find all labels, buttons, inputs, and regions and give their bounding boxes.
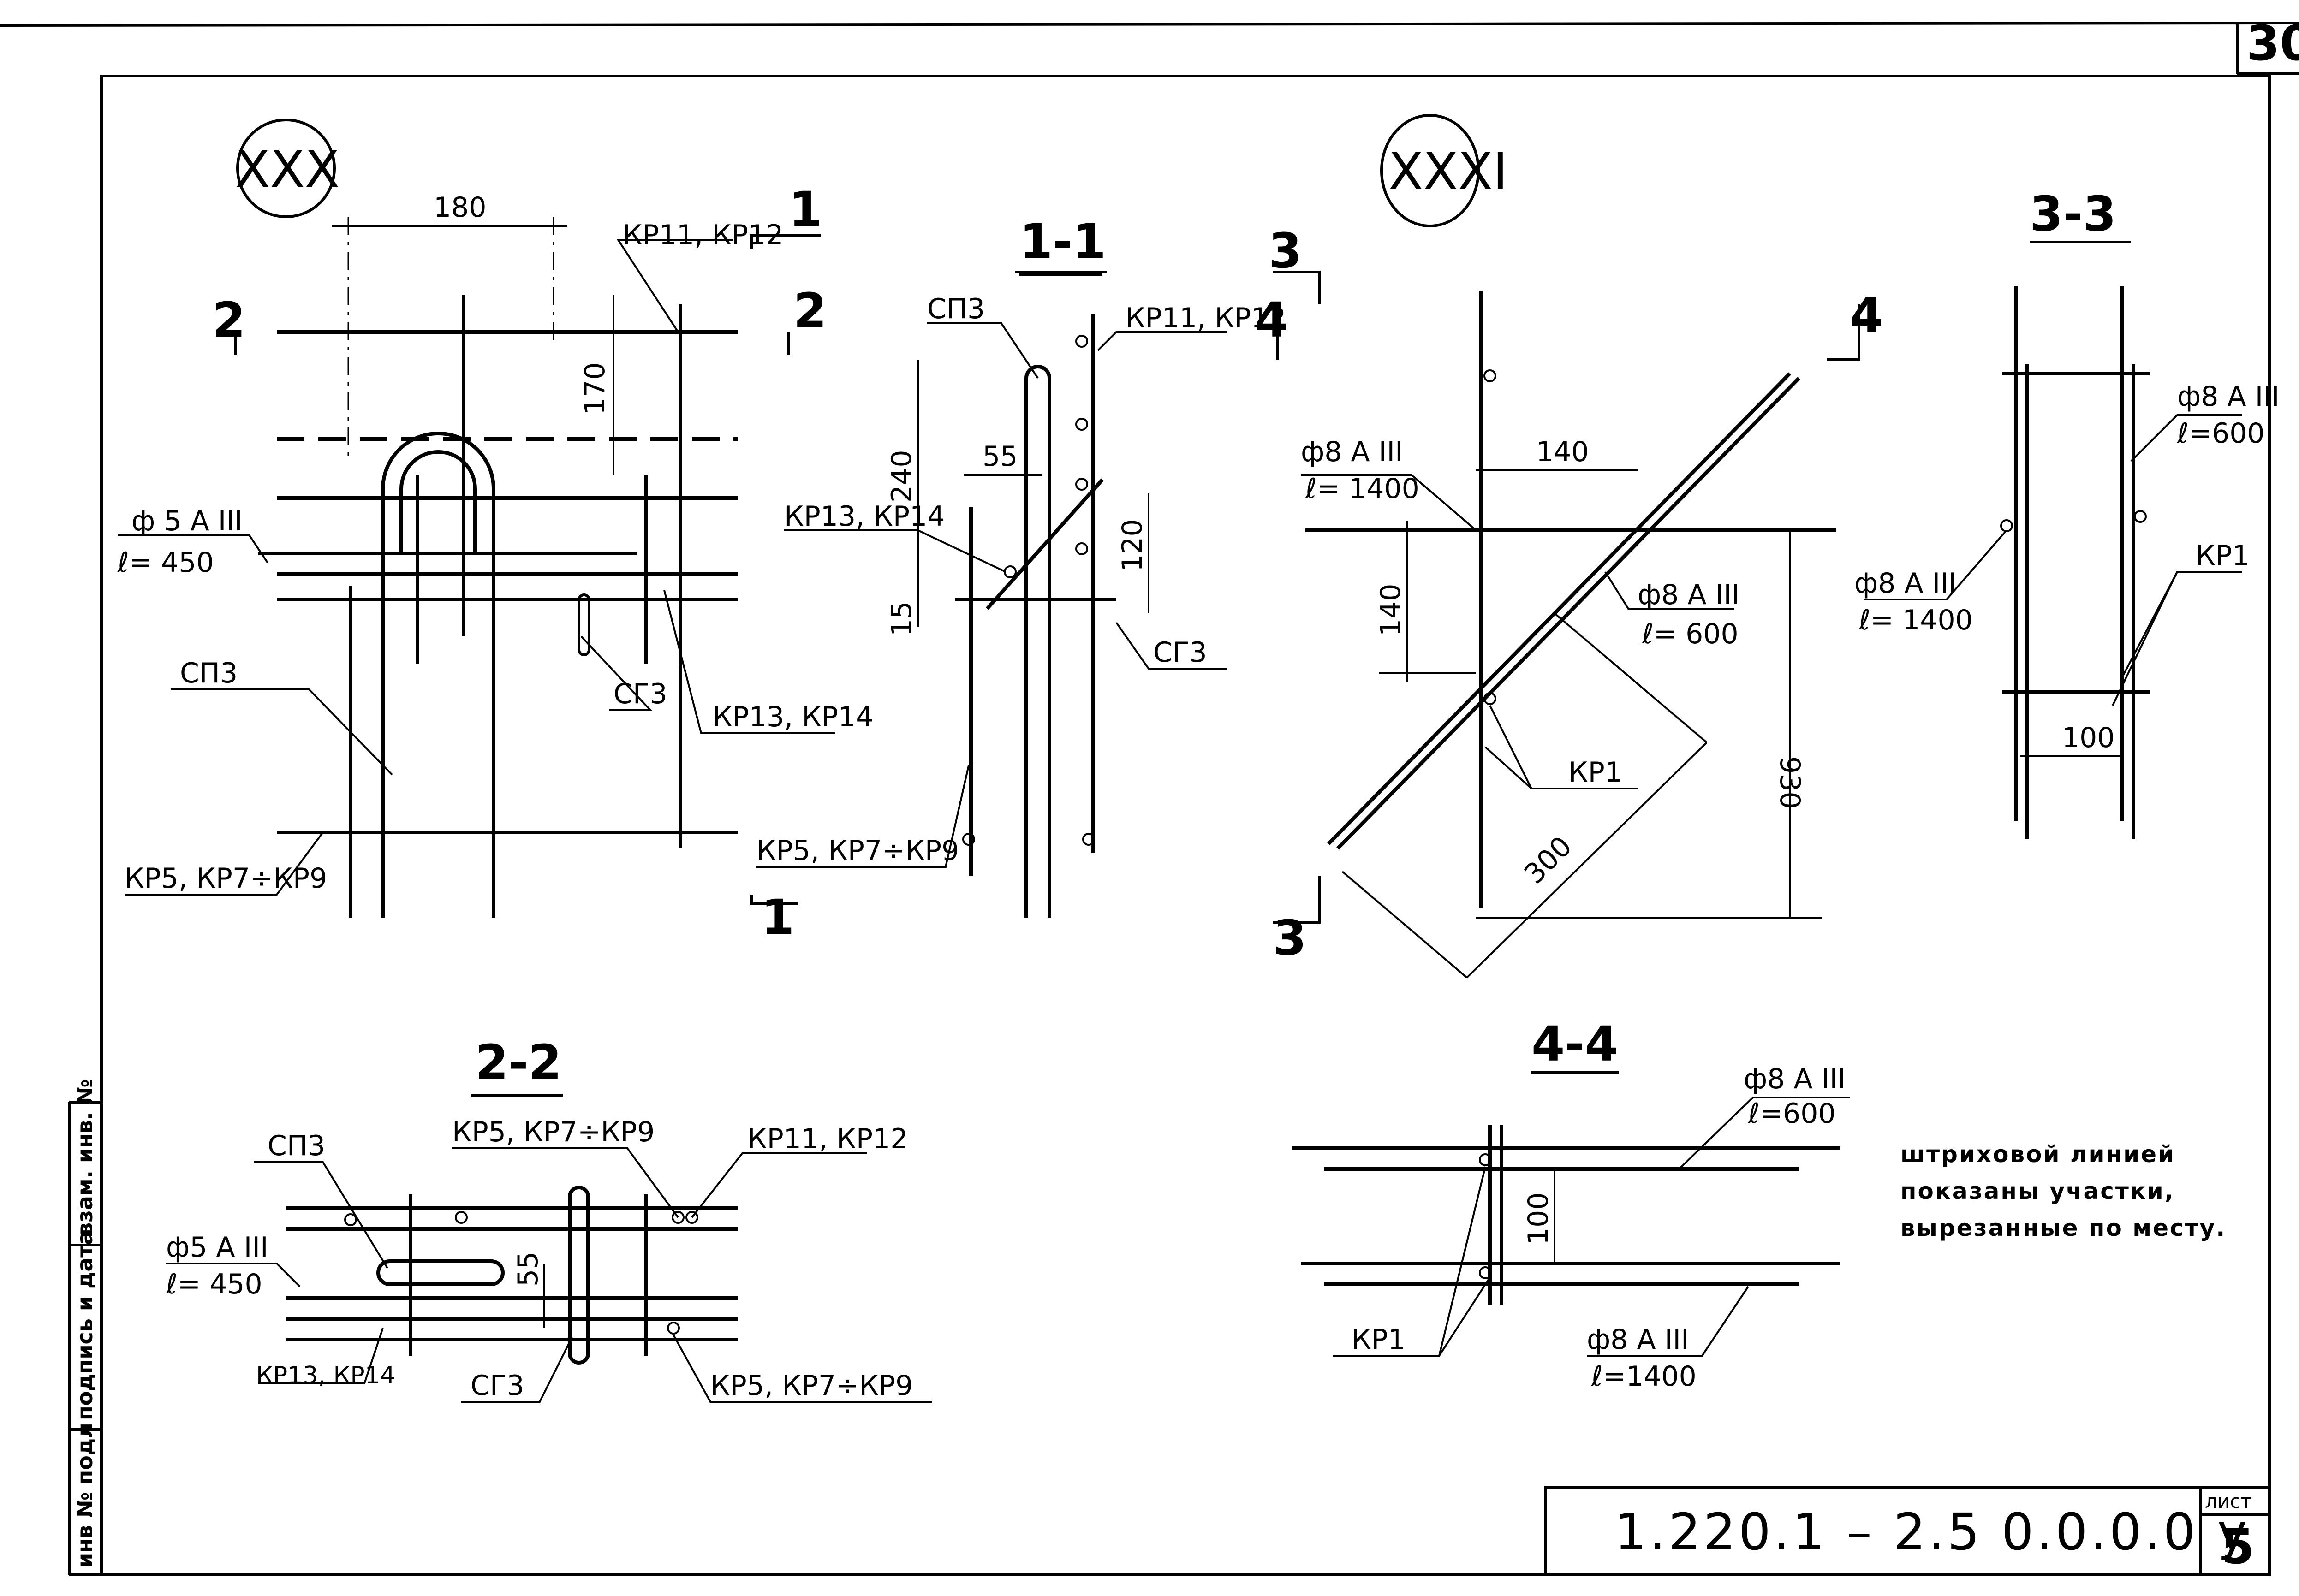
section-2-2-label-l450: ℓ= 450 bbox=[166, 1268, 262, 1300]
node-xxx-section-2-left: 2 bbox=[212, 292, 245, 348]
section-4-4-label-l1400: ℓ=1400 bbox=[1591, 1360, 1697, 1393]
node-xxx-label-l450: ℓ= 450 bbox=[117, 546, 214, 579]
section-3-3-label-phi8-a: ф8 А III bbox=[2177, 380, 2280, 413]
node-xxx-label-kp5: КР5, КР7÷КР9 bbox=[125, 862, 327, 895]
side-strip: инв № подл подпись и дата взам. инв. № bbox=[72, 1079, 97, 1568]
node-xxxi-section-4-left: 4 bbox=[1255, 292, 1288, 348]
section-1-1-drawing bbox=[756, 271, 1227, 918]
node-xxx-label-phi5: ф 5 А III bbox=[131, 505, 243, 537]
node-xxxi-section-4-right: 4 bbox=[1850, 287, 1883, 344]
section-1-1-label-sg3: СГ3 bbox=[1153, 636, 1207, 669]
node-xxx-section-2-right: 2 bbox=[793, 283, 827, 339]
sheet-label: лист bbox=[2205, 1490, 2252, 1513]
section-2-2-label-phi5: ф5 А III bbox=[166, 1231, 268, 1264]
section-1-1-label-kp13: КР13, КР14 bbox=[784, 500, 945, 533]
section-2-2-dim-55: 55 bbox=[512, 1252, 544, 1287]
section-4-4-drawing bbox=[1292, 1071, 1850, 1357]
section-4-4-label-phi8-a: ф8 А III bbox=[1744, 1063, 1846, 1095]
node-xxxi-drawing bbox=[1273, 114, 1860, 979]
section-3-3-label-l600: ℓ=600 bbox=[2177, 417, 2265, 450]
section-3-3-drawing bbox=[1864, 241, 2242, 839]
section-3-3-label-kp1: КР1 bbox=[2196, 540, 2250, 572]
section-3-3-dim-100: 100 bbox=[2062, 722, 2115, 754]
node-xxx-section-1-top: 1 bbox=[789, 181, 822, 237]
node-xxx-label-kp11: КР11, КР12 bbox=[623, 219, 783, 251]
node-xxx-drawing bbox=[118, 119, 835, 918]
node-xxx-label-sp3: СП3 bbox=[180, 657, 238, 689]
note-line-2: показаны участки, bbox=[1900, 1178, 2175, 1204]
node-xxx-dim-180: 180 bbox=[434, 191, 487, 224]
node-xxxi-section-3-bottom: 3 bbox=[1273, 910, 1306, 966]
node-xxxi-dim-140-h: 140 bbox=[1536, 436, 1589, 468]
sheet-corner-number: 30 bbox=[2246, 15, 2299, 71]
section-2-2-label-kp13: КР13, КР14 bbox=[256, 1362, 395, 1389]
section-1-1-title: 1-1 bbox=[1019, 214, 1106, 270]
drawing-code: 1.220.1 – 2.5 0.0.0.0 у bbox=[1614, 1502, 2250, 1561]
node-xxxi-dim-140-v: 140 bbox=[1375, 583, 1407, 636]
side-strip-vzam-inv: взам. инв. № bbox=[72, 1079, 97, 1236]
node-xxx-dim-170: 170 bbox=[579, 362, 611, 415]
section-2-2-label-sg3: СГ3 bbox=[471, 1370, 524, 1402]
side-strip-inv-podl: инв № подл bbox=[72, 1423, 97, 1568]
section-2-2-drawing bbox=[166, 1094, 932, 1403]
section-1-1-dim-240: 240 bbox=[886, 450, 918, 503]
section-1-1-label-kp11: КР11, КР12 bbox=[1126, 302, 1286, 334]
section-3-3-label-l1400: ℓ= 1400 bbox=[1858, 604, 1973, 636]
section-2-2-label-kp5-top: КР5, КР7÷КР9 bbox=[452, 1116, 655, 1148]
section-1-1-dim-15: 15 bbox=[886, 601, 918, 636]
sheet-number: 5 bbox=[2221, 1519, 2254, 1575]
section-4-4-label-l600: ℓ=600 bbox=[1748, 1098, 1836, 1130]
title-block bbox=[1544, 1486, 2271, 1576]
section-1-1-label-kp5: КР5, КР7÷КР9 bbox=[756, 835, 959, 867]
side-strip-podpis-data: подпись и дата bbox=[72, 1231, 97, 1420]
section-3-3-title: 3-3 bbox=[2030, 186, 2116, 242]
node-xxxi-label-phi8-a: ф8 А III bbox=[1301, 436, 1403, 468]
section-2-2-label-kp11: КР11, КР12 bbox=[747, 1123, 908, 1155]
section-2-2-label-kp5-bottom: КР5, КР7÷КР9 bbox=[710, 1370, 913, 1402]
node-xxx-label-sg3: СГ3 bbox=[613, 678, 667, 710]
note-line-1: штриховой линией bbox=[1900, 1141, 2175, 1168]
section-4-4-title: 4-4 bbox=[1531, 1016, 1618, 1072]
section-1-1-label-sp3: СП3 bbox=[927, 293, 985, 325]
section-2-2-label-sp3: СП3 bbox=[268, 1130, 325, 1162]
section-1-1-dim-120: 120 bbox=[1116, 519, 1149, 572]
node-xxxi-section-3-top: 3 bbox=[1269, 223, 1302, 279]
section-4-4-label-kp1: КР1 bbox=[1352, 1323, 1406, 1356]
section-3-3-label-phi8-b: ф8 А III bbox=[1854, 567, 1957, 599]
node-xxxi-marker: XXXI bbox=[1388, 142, 1508, 201]
node-xxx-label-kp13: КР13, КР14 bbox=[713, 701, 873, 733]
note-line-3: вырезанные по месту. bbox=[1900, 1215, 2226, 1241]
node-xxxi-dim-300: 300 bbox=[1518, 830, 1578, 890]
sheet-frame bbox=[0, 22, 2299, 1576]
node-xxx-section-1-bottom: 1 bbox=[761, 889, 794, 945]
node-xxxi-label-l600: ℓ= 600 bbox=[1642, 618, 1739, 650]
node-xxxi-dim-930: 930 bbox=[1774, 756, 1806, 809]
section-4-4-label-phi8-b: ф8 А III bbox=[1587, 1323, 1689, 1356]
node-xxxi-label-kp1: КР1 bbox=[1568, 756, 1622, 789]
section-4-4-dim-100: 100 bbox=[1522, 1192, 1555, 1245]
node-xxx-marker: XXX bbox=[235, 140, 339, 199]
section-2-2-title: 2-2 bbox=[475, 1034, 562, 1091]
node-xxxi-label-l1400: ℓ= 1400 bbox=[1305, 473, 1419, 505]
section-1-1-dim-55: 55 bbox=[983, 440, 1018, 473]
node-xxxi-label-phi8-b: ф8 А III bbox=[1638, 579, 1740, 611]
